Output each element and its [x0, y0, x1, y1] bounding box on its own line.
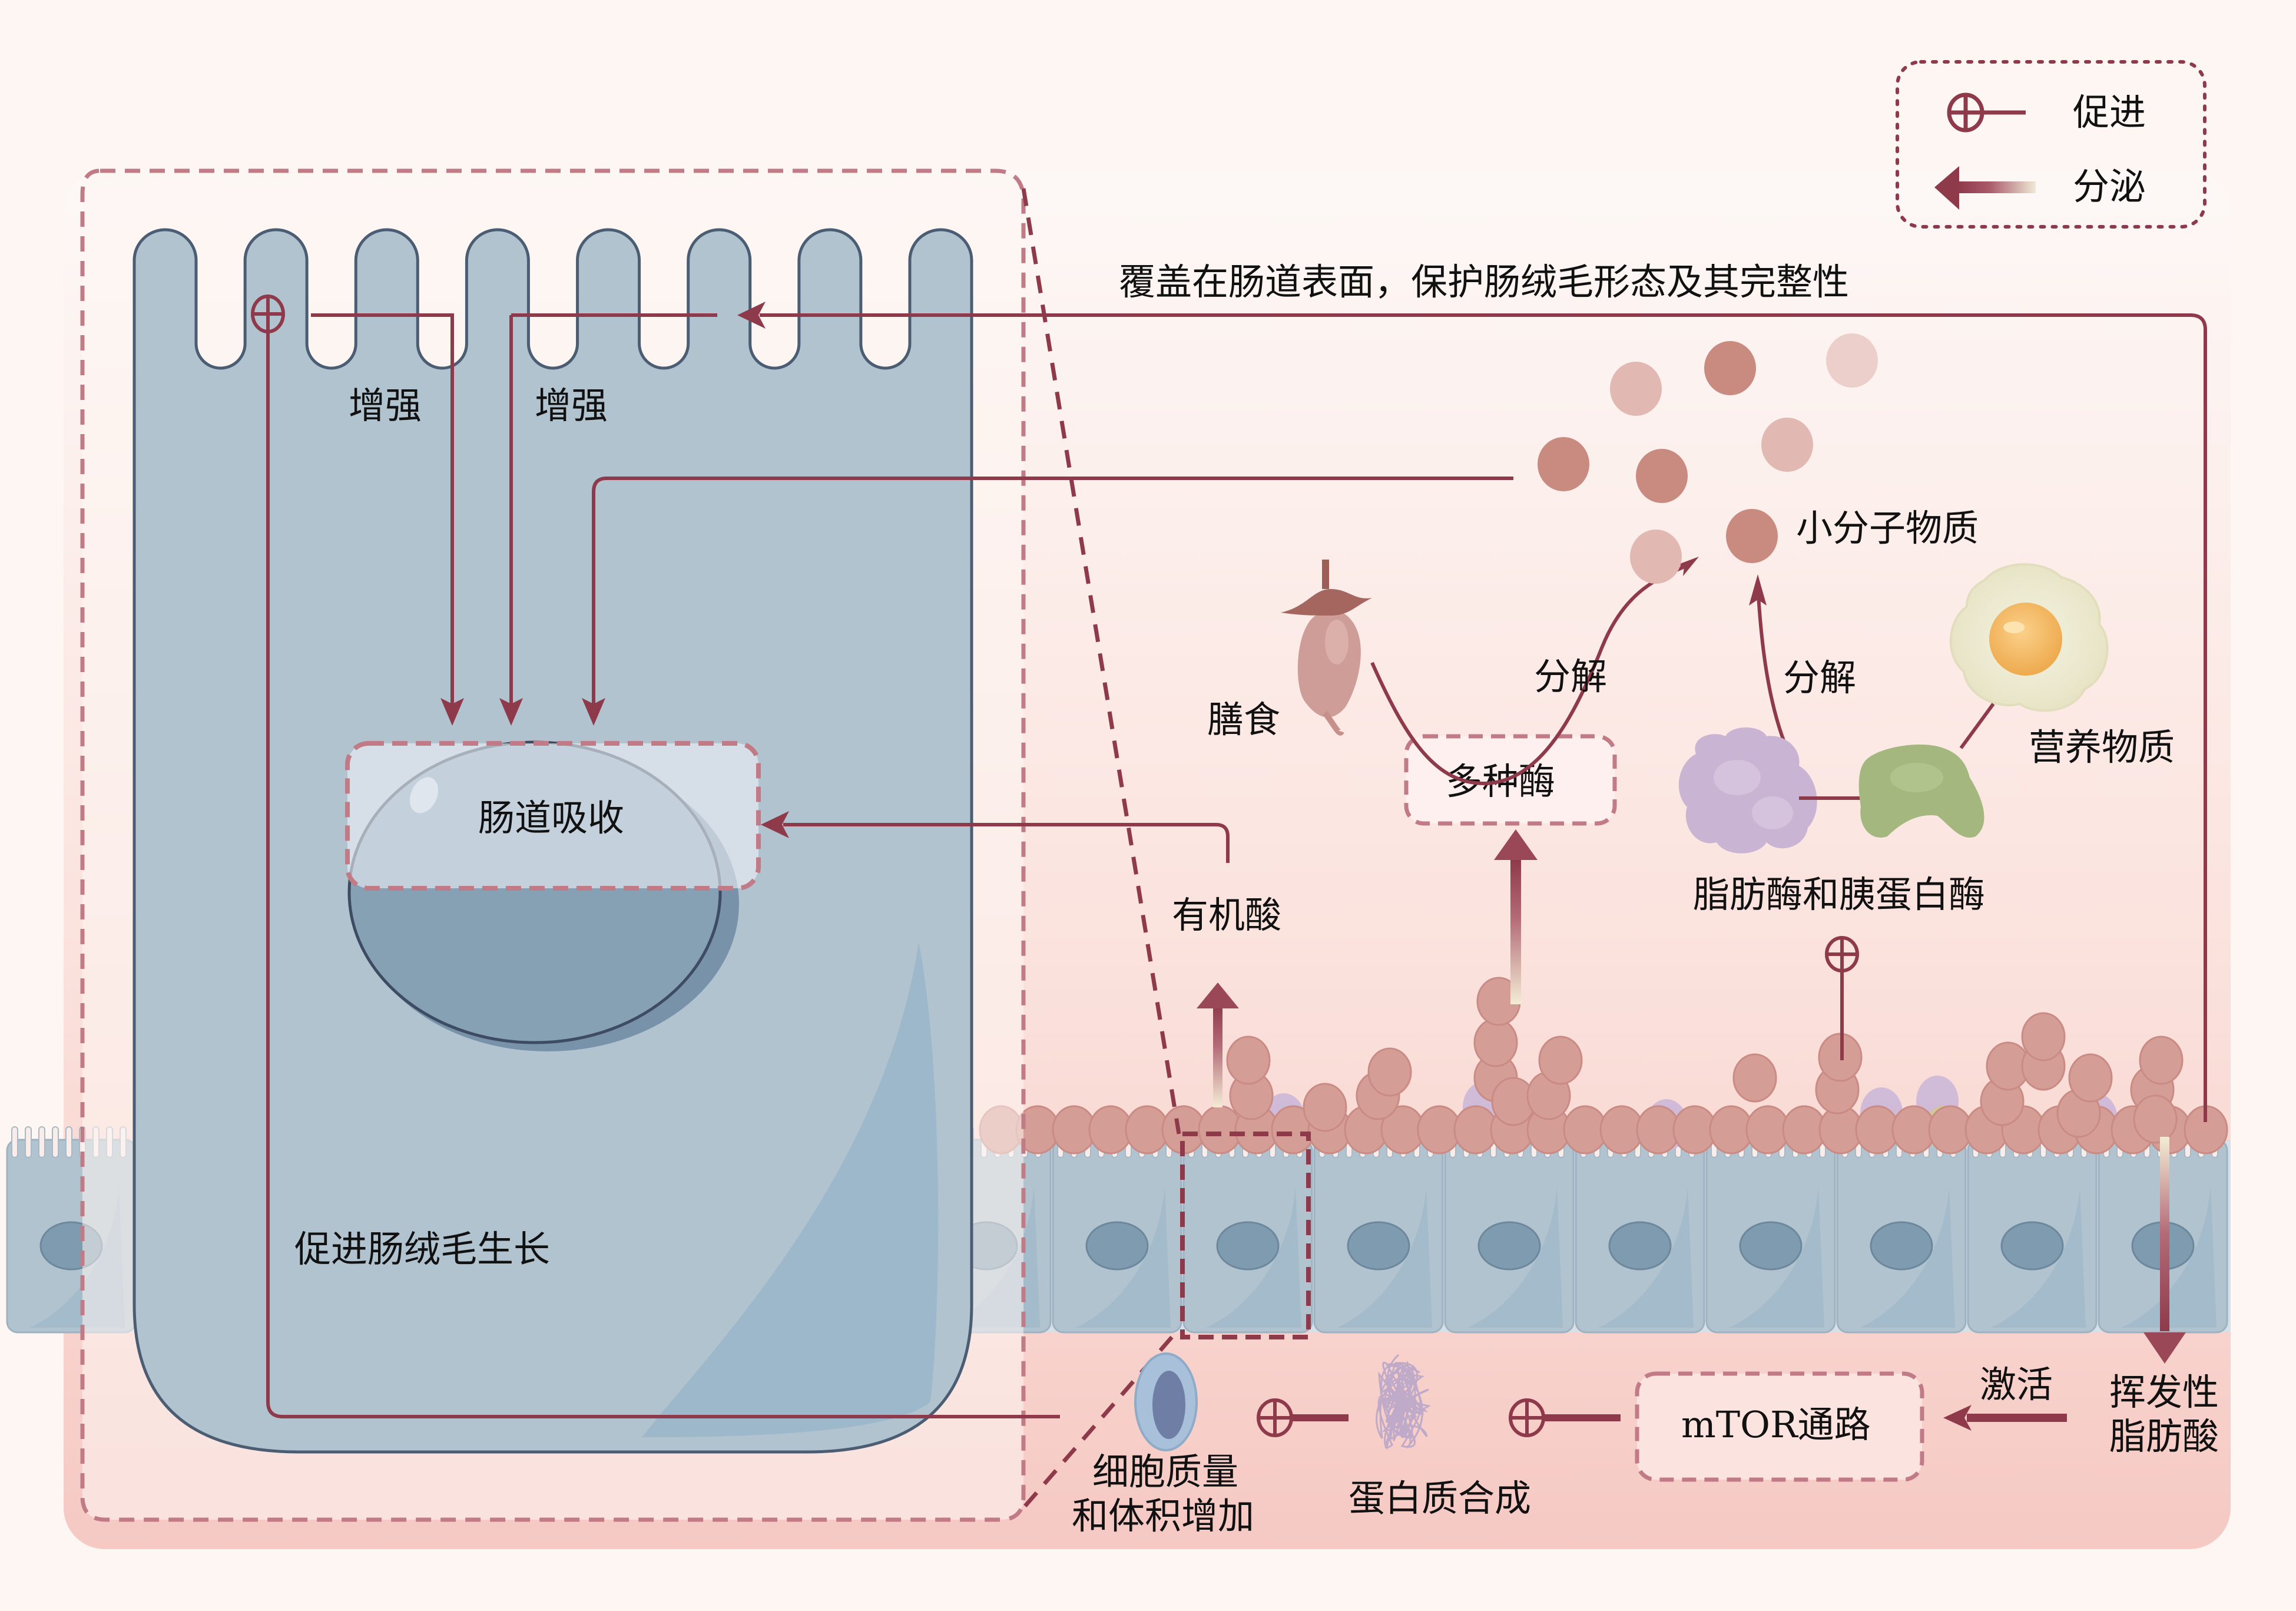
microbe-pink [1367, 1047, 1412, 1097]
microbe-pink [2068, 1053, 2113, 1103]
protein-promote-connector [1257, 1398, 1349, 1437]
small-molecule [1636, 449, 1688, 503]
microbe-pink [1538, 1036, 1583, 1085]
mtor-label: mTOR通路 [1681, 1403, 1871, 1446]
protein-tangle-icon [1376, 1354, 1432, 1450]
protect-villi-arrow [760, 313, 2207, 1122]
microbe-pink [1473, 1018, 1518, 1067]
microbe-pink [1303, 1083, 1347, 1132]
vfa-label-2: 脂肪酸 [2109, 1415, 2219, 1458]
villus-growth-label: 促进肠绒毛生长 [294, 1228, 550, 1271]
vfa-secrete-arrow [2160, 1137, 2169, 1331]
epithelial-nucleus [1608, 1221, 1672, 1271]
protect-villi-arrowhead [737, 302, 766, 329]
epithelial-nucleus [1216, 1221, 1280, 1271]
dietary-label: 膳食 [1207, 698, 1280, 741]
epithelial-cell [1182, 1126, 1313, 1334]
microbe-pink [1226, 1036, 1271, 1085]
dietary-food-icon [1281, 560, 1372, 736]
epithelial-cell [1575, 1126, 1705, 1334]
absorption-label: 肠道吸收 [478, 796, 624, 839]
epithelial-nucleus [1477, 1221, 1541, 1271]
enhance-arrow-1 [311, 313, 454, 707]
protein-synthesis-label: 蛋白质合成 [1349, 1477, 1531, 1520]
microbe-pink [2021, 1012, 2066, 1061]
organic-acid-secrete-arrow [1213, 1004, 1222, 1107]
legend: 促进 分泌 [1896, 60, 2206, 229]
protect-villi-label: 覆盖在肠道表面，保护肠绒毛形态及其完整性 [1119, 260, 1849, 303]
legend-border [1896, 60, 2206, 229]
epithelial-nucleus [1870, 1221, 1933, 1271]
lipase-trypsin-label: 脂肪酶和胰蛋白酶 [1693, 873, 1985, 916]
small-molecules-label: 小分子物质 [1796, 507, 1979, 550]
decompose-label-2: 分解 [1783, 656, 1856, 699]
activate-label: 激活 [1980, 1363, 2053, 1406]
nutrients-label: 营养物质 [2029, 726, 2175, 769]
small-molecule-cluster [1538, 333, 1878, 584]
small-molecule [1761, 418, 1813, 472]
microbe-pink [2139, 1036, 2184, 1085]
enhance-label-1: 增强 [349, 384, 422, 427]
legend-secrete-label: 分泌 [2073, 165, 2146, 208]
mtor-promote-connector [1509, 1398, 1621, 1437]
small-molecule-absorb-arrow [592, 477, 1513, 707]
promote-icon [1947, 92, 2026, 133]
small-molecule [1826, 333, 1878, 388]
zoom-connector-top [1021, 188, 1181, 1134]
multi-enzyme-box [1404, 734, 1617, 826]
enzyme-secrete-arrow [1510, 860, 1521, 1004]
cell-mass-label-1: 细胞质量 [1092, 1450, 1238, 1493]
zoom-source-box [1180, 1132, 1311, 1339]
decompose-arrow-2 [1756, 585, 1786, 743]
microbe-pink [1732, 1053, 1777, 1103]
epithelial-cell [1313, 1126, 1444, 1334]
epithelial-cell [1444, 1126, 1575, 1334]
epithelial-nucleus [1739, 1221, 1803, 1271]
epithelial-cell [1836, 1126, 1967, 1334]
small-cell-icon [1134, 1352, 1198, 1451]
epithelial-cell [1705, 1126, 1836, 1334]
organic-acid-label: 有机酸 [1172, 894, 1281, 937]
secrete-arrow-icon [1934, 166, 2036, 210]
small-molecule [1726, 509, 1778, 563]
cell-mass-label-2: 和体积增加 [1072, 1494, 1254, 1537]
legend-promote-label: 促进 [2073, 91, 2146, 134]
small-molecule [1538, 437, 1589, 491]
epithelial-nucleus [1085, 1221, 1149, 1271]
lipase-icon [1678, 727, 1817, 854]
organic-acid-to-absorption-arrow [783, 823, 1230, 863]
mtor-box [1635, 1371, 1924, 1482]
trypsin-icon [1858, 745, 1984, 838]
vfa-label-1: 挥发性 [2109, 1371, 2219, 1414]
egg-nutrient-icon [1949, 563, 2109, 712]
epithelial-nucleus [1347, 1221, 1410, 1271]
small-molecule [1704, 341, 1756, 395]
decompose-label-1: 分解 [1534, 655, 1607, 698]
epithelial-nucleus [2000, 1221, 2064, 1271]
microbe-pink [2133, 1094, 2178, 1144]
lipase-promote-connector [1825, 936, 1859, 1060]
epithelial-cell [1967, 1126, 2098, 1334]
decompose-curve [1370, 564, 1688, 786]
small-molecule [1610, 362, 1662, 416]
small-molecule [1630, 530, 1682, 584]
absorption-box [345, 741, 761, 891]
epithelial-cell [1052, 1126, 1182, 1334]
enhance-label-2: 增强 [535, 384, 608, 427]
promote-villus-growth-path [251, 295, 1060, 1418]
